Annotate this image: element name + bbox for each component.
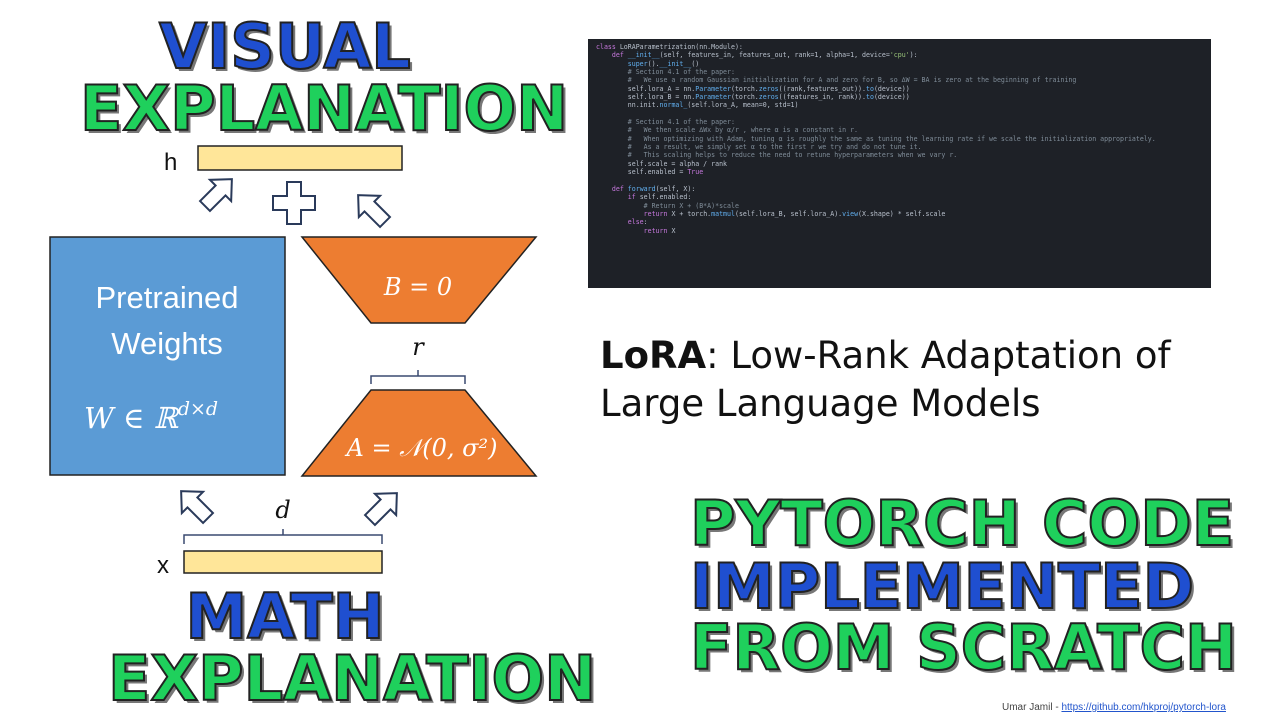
headline-from-scratch: FROM SCRATCH <box>689 611 1238 684</box>
code-line <box>596 177 1203 185</box>
headline-visual: VISUAL <box>158 10 412 83</box>
b-matrix-trapezoid <box>300 236 538 324</box>
code-line: return X + torch.matmul(self.lora_B, sel… <box>643 209 946 218</box>
code-line: def __init__(self, features_in, features… <box>611 51 918 60</box>
pretrained-formula: W ∈ ℝd×d <box>84 398 218 435</box>
x-label: x <box>157 552 169 579</box>
pretrained-weights-box <box>49 236 286 476</box>
arrow-up-right-bottom-icon <box>363 492 398 527</box>
code-line: # When optimizing with Adam, tuning α is… <box>627 134 1156 143</box>
pretrained-label-line2: Weights <box>111 326 222 361</box>
code-line: super().__init__() <box>627 59 700 68</box>
code-lines: class LoRAParametrization(nn.Module): de… <box>596 43 1203 235</box>
headline-visual-explanation: EXPLANATION <box>79 72 569 145</box>
a-formula: A = 𝒩(0, σ²) <box>345 434 498 462</box>
code-line: # Return X + (B*A)*scale <box>643 201 739 210</box>
code-line: # Section 4.1 of the paper: <box>627 118 735 127</box>
code-screenshot-panel: class LoRAParametrization(nn.Module): de… <box>588 39 1211 288</box>
headline-pytorch-code: PYTORCH CODE <box>689 487 1235 560</box>
code-line: class LoRAParametrization(nn.Module): <box>596 43 743 51</box>
paper-title-rest: : Low-Rank Adaptation of <box>706 334 1171 377</box>
r-brace <box>370 370 466 384</box>
footer-credit: Umar Jamil - https://github.com/hkproj/p… <box>1002 702 1226 713</box>
code-line: if self.enabled: <box>627 193 692 202</box>
arrow-up-left-bottom-icon <box>180 490 215 525</box>
footer-author: Umar Jamil - <box>1002 702 1062 713</box>
x-input-bar <box>183 550 383 574</box>
plus-icon <box>272 181 316 225</box>
code-line: # This scaling helps to reduce the need … <box>627 151 958 160</box>
lora-diagram: h Pretrained Weights W ∈ ℝd×d B = 0 r A … <box>49 145 538 579</box>
d-brace <box>183 529 383 544</box>
b-formula: B = 0 <box>383 273 452 301</box>
pretrained-label-line1: Pretrained <box>95 280 238 315</box>
code-line: self.scale = alpha / rank <box>596 159 728 168</box>
paper-title-bold: LoRA <box>600 334 707 377</box>
code-line: return X <box>643 226 676 235</box>
h-output-bar <box>197 145 403 171</box>
code-line <box>596 110 1203 118</box>
code-line: self.lora_A = nn.Parameter(torch.zeros((… <box>596 84 910 93</box>
code-line: else: <box>627 218 648 227</box>
paper-title-line2: Large Language Models <box>600 382 1041 425</box>
d-label: d <box>275 496 290 524</box>
code-line: # As a result, we simply set α to the fi… <box>627 143 922 152</box>
arrow-up-left-icon <box>357 194 392 229</box>
code-line: self.enabled = True <box>596 168 704 177</box>
headline-math-explanation: EXPLANATION <box>107 642 597 715</box>
a-matrix-trapezoid <box>300 389 538 477</box>
r-label: r <box>412 333 425 361</box>
h-label: h <box>164 149 177 176</box>
code-line: self.lora_B = nn.Parameter(torch.zeros((… <box>596 93 910 102</box>
code-line: # We use a random Gaussian initializatio… <box>627 76 1077 85</box>
arrow-up-right-icon <box>198 178 233 213</box>
code-line: nn.init.normal_(self.lora_A, mean=0, std… <box>596 101 799 110</box>
footer-link[interactable]: https://github.com/hkproj/pytorch-lora <box>1061 702 1226 713</box>
headline-implemented: IMPLEMENTED <box>689 550 1195 623</box>
headline-math: MATH <box>184 580 385 653</box>
code-line: # We then scale ∆Wx by α/r , where α is … <box>627 126 859 135</box>
code-line: # Section 4.1 of the paper: <box>627 68 735 77</box>
code-line: def forward(self, X): <box>611 184 696 193</box>
paper-title-line1: LoRA: Low-Rank Adaptation of <box>600 332 1220 380</box>
paper-title: LoRA: Low-Rank Adaptation of Large Langu… <box>600 332 1220 428</box>
